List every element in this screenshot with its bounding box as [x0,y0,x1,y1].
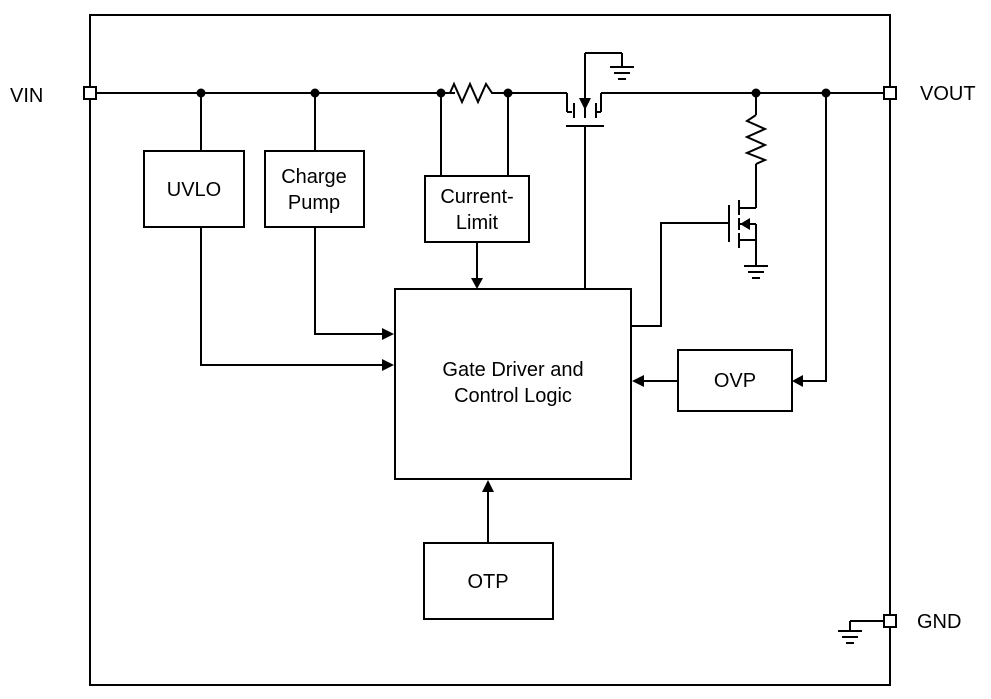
charge-pump-label-line1: Charge [281,166,347,188]
vin-rail [96,81,567,105]
gnd-ground-symbol [838,620,884,644]
uvlo-label: UVLO [167,179,221,201]
vout-pin [883,86,897,100]
vin-pin-label: VIN [10,85,43,107]
discharge-path [728,93,768,279]
gate-driver-block [394,288,632,480]
ovp-label: OVP [714,370,756,392]
current-limit-block [424,175,530,243]
gnd-pin-label: GND [917,611,961,633]
gate-driver-label-line2: Control Logic [454,385,572,407]
gnd-pin [883,614,897,628]
charge-pump-label-line2: Pump [288,192,340,214]
otp-label: OTP [467,571,508,593]
current-limit-label-line1: Current- [440,186,513,208]
chip-outline [89,14,891,686]
gate-driver-label-line1: Gate Driver and [442,359,583,381]
pass-mosfet [566,52,634,289]
current-limit-label-line2: Limit [456,212,499,234]
vin-pin [83,86,97,100]
charge-pump-block [264,150,365,228]
uvlo-block [143,150,245,228]
vout-pin-label: VOUT [920,83,976,105]
